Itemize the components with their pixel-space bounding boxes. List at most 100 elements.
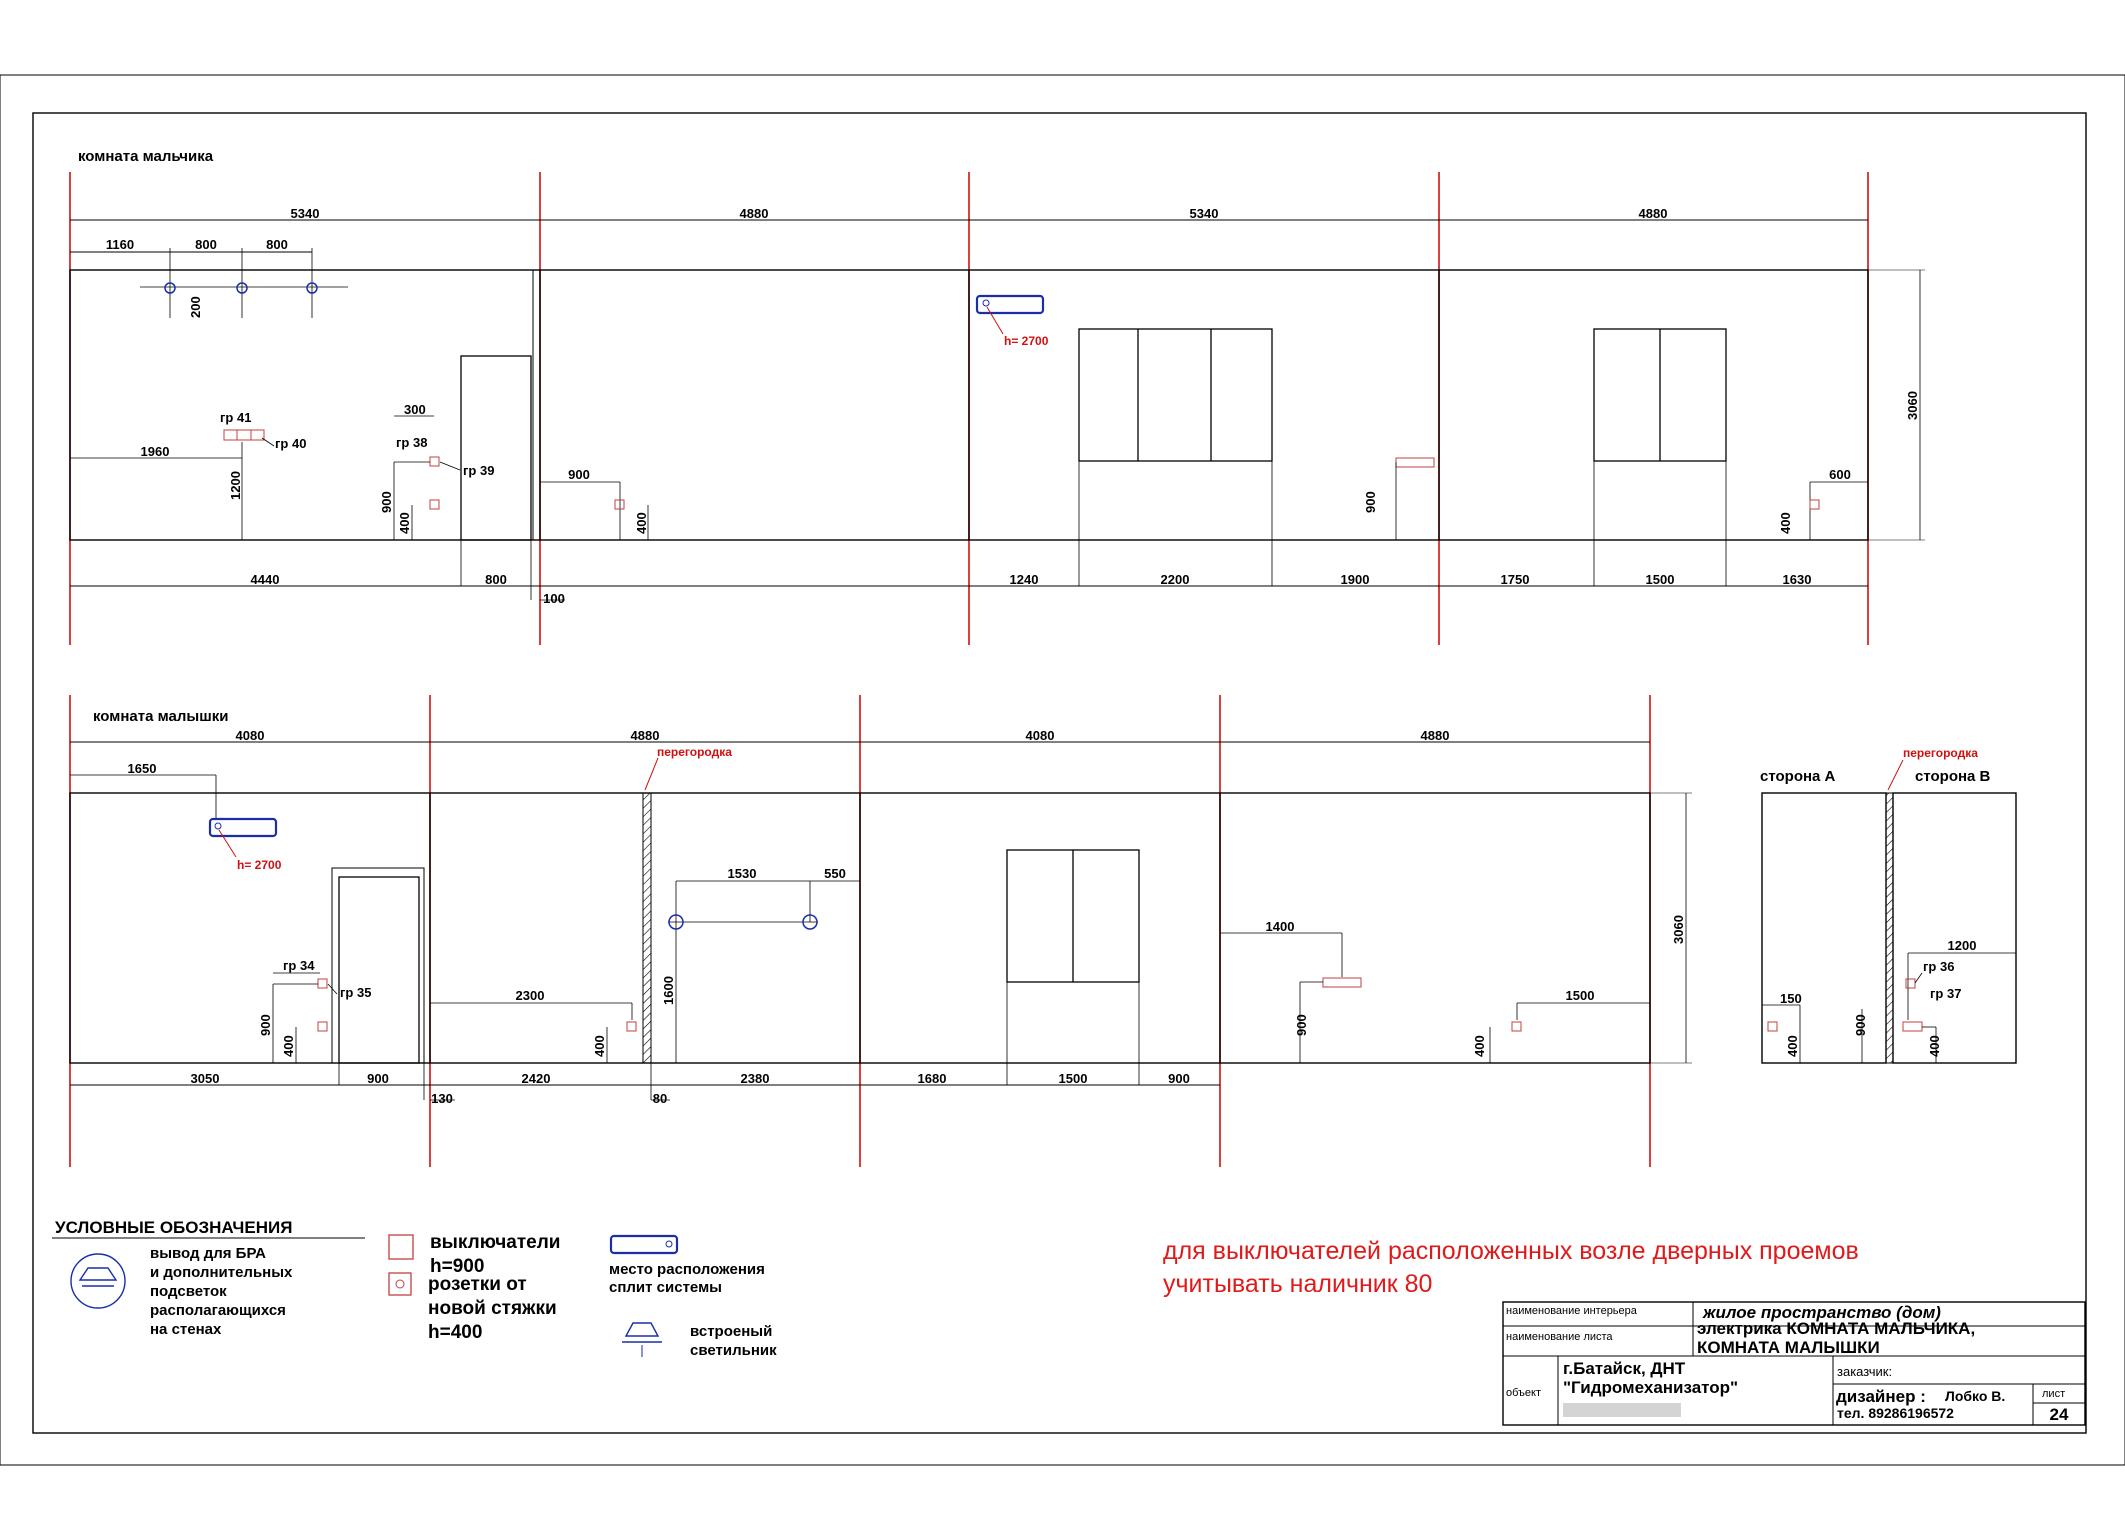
side-a-title: сторона А bbox=[1760, 768, 1836, 785]
inner-frame bbox=[32, 112, 2087, 1434]
boy-dim-900c: 900 bbox=[1363, 491, 1378, 513]
tb-object-value-1: г.Батайск, ДНТ bbox=[1563, 1359, 1686, 1378]
boy-bot-dim-2200: 2200 bbox=[1161, 572, 1190, 587]
legend-bra-line2: и дополнительных bbox=[150, 1264, 293, 1281]
girl-dim-3060: 3060 bbox=[1671, 915, 1686, 944]
boy-bot-dim-1500: 1500 bbox=[1646, 572, 1675, 587]
boy-switch-gr38 bbox=[429, 456, 440, 467]
girl-dim-550: 550 bbox=[824, 866, 846, 881]
girl-socket-wall2 bbox=[626, 1021, 637, 1032]
tb-sheet-no: 24 bbox=[2050, 1405, 2069, 1424]
boy-socket-gr38 bbox=[429, 499, 440, 510]
girl-dim-900b: 900 bbox=[1294, 1014, 1309, 1036]
tb-interior-value: жилое пространство (дом) bbox=[1702, 1303, 1941, 1322]
side-label-gr37: гр 37 bbox=[1930, 986, 1961, 1001]
side-partition bbox=[1885, 792, 1894, 1064]
tb-sheet-label: наименование листа bbox=[1506, 1331, 1613, 1343]
girl-label-gr35: гр 35 bbox=[340, 985, 371, 1000]
side-a-socket bbox=[1767, 1021, 1778, 1032]
boy-dim-400b: 400 bbox=[634, 512, 649, 534]
legend-split-line2: сплит системы bbox=[609, 1279, 722, 1296]
door-switch-note-line1: для выключателей расположенных возле две… bbox=[1163, 1237, 1859, 1265]
tb-interior-label: наименование интерьера bbox=[1506, 1305, 1638, 1317]
girl-bot-dim-1680: 1680 bbox=[918, 1071, 947, 1086]
boy-bot-dim-1750: 1750 bbox=[1501, 572, 1530, 587]
bra-outlet-icon bbox=[70, 1253, 126, 1309]
girl-dim-1650: 1650 bbox=[128, 761, 157, 776]
girl-bot-dim-3050: 3050 bbox=[191, 1071, 220, 1086]
boy-dim-1960: 1960 bbox=[141, 444, 170, 459]
legend-bra-line5: на стенах bbox=[150, 1321, 222, 1338]
boy-top-dim-1: 5340 bbox=[291, 206, 320, 221]
girl-dim-900a: 900 bbox=[258, 1014, 273, 1036]
split-legend-icon bbox=[609, 1234, 679, 1255]
boy-top-dim-2: 4880 bbox=[740, 206, 769, 221]
girl-window bbox=[1006, 849, 1140, 1085]
girl-room-elevation: комната малышки 4080 4880 4080 4880 1650… bbox=[69, 695, 2017, 1167]
girl-bot-dim-1500: 1500 bbox=[1059, 1071, 1088, 1086]
girl-dim-2300: 2300 bbox=[516, 988, 545, 1003]
boy-dim-3060: 3060 bbox=[1905, 391, 1920, 420]
girl-socket-gr34 bbox=[317, 1021, 328, 1032]
tb-sheet-no-label: лист bbox=[2042, 1388, 2065, 1400]
girl-bot-dim-2380: 2380 bbox=[741, 1071, 770, 1086]
tb-blurred-contact bbox=[1563, 1403, 1681, 1417]
side-b-socket bbox=[1902, 1021, 1923, 1032]
side-dim-900c: 900 bbox=[1853, 1014, 1868, 1036]
boy-dim-1200: 1200 bbox=[228, 471, 243, 500]
side-dim-400e: 400 bbox=[1927, 1035, 1942, 1057]
boy-dim-400a: 400 bbox=[397, 512, 412, 534]
boy-spot-lights bbox=[164, 282, 318, 294]
girl-dim-400b: 400 bbox=[592, 1035, 607, 1057]
legend-sockets-line1: розетки от bbox=[428, 1274, 527, 1295]
tb-phone: тел. 89286196572 bbox=[1837, 1405, 1954, 1421]
door-switch-note-line2: учитывать наличник 80 bbox=[1163, 1270, 1432, 1298]
legend-split-line1: место расположения bbox=[609, 1261, 765, 1278]
legend-bra-line3: подсветок bbox=[150, 1283, 227, 1300]
boy-walls bbox=[69, 269, 1869, 541]
legend-bra-line1: вывод для БРА bbox=[150, 1245, 266, 1262]
girl-bot-dim-2420: 2420 bbox=[522, 1071, 551, 1086]
girl-top-dim-2: 4880 bbox=[631, 728, 660, 743]
boy-room-title: комната мальчика bbox=[78, 148, 214, 165]
boy-label-gr39: гр 39 bbox=[463, 463, 494, 478]
boy-split-unit bbox=[975, 294, 1045, 315]
boy-bot-dim-4440: 4440 bbox=[251, 572, 280, 587]
side-partition-label: перегородка bbox=[1903, 746, 1978, 760]
boy-dim-800b: 800 bbox=[266, 237, 288, 252]
girl-dim-400c: 400 bbox=[1472, 1035, 1487, 1057]
boy-bot-dim-1900: 1900 bbox=[1341, 572, 1370, 587]
tb-designer-name: Лобко В. bbox=[1945, 1388, 2005, 1404]
tb-object-label: объект bbox=[1506, 1387, 1541, 1399]
boy-split-height: h= 2700 bbox=[1004, 334, 1049, 348]
boy-dim-900a: 900 bbox=[379, 491, 394, 513]
boy-window-1 bbox=[1078, 328, 1273, 586]
tb-object-value-2: "Гидромеханизатор" bbox=[1563, 1378, 1738, 1397]
girl-label-gr34: гр 34 bbox=[283, 958, 315, 973]
girl-partition bbox=[642, 792, 652, 1064]
boy-dim-300: 300 bbox=[404, 402, 426, 417]
boy-window-2 bbox=[1593, 328, 1727, 586]
girl-room-title: комната малышки bbox=[93, 708, 228, 725]
side-label-gr36: гр 36 bbox=[1923, 959, 1954, 974]
girl-dim-1600: 1600 bbox=[661, 976, 676, 1005]
boy-dim-900b: 900 bbox=[568, 467, 590, 482]
boy-dim-400c: 400 bbox=[1778, 512, 1793, 534]
girl-top-dim-4: 4880 bbox=[1421, 728, 1450, 743]
girl-spot-lights bbox=[668, 914, 818, 930]
legend: УСЛОВНЫЕ ОБОЗНАЧЕНИЯ вывод для БРА и доп… bbox=[52, 1218, 777, 1359]
girl-door bbox=[338, 876, 420, 1064]
side-b-title: сторона В bbox=[1915, 768, 1991, 785]
side-dim-400d: 400 bbox=[1785, 1035, 1800, 1057]
outer-frame bbox=[0, 74, 2125, 1466]
boy-socket-wall4 bbox=[1809, 499, 1820, 510]
boy-bot-dim-100: 100 bbox=[543, 591, 565, 606]
legend-sockets-line3: h=400 bbox=[428, 1322, 482, 1343]
boy-top-dim-4: 4880 bbox=[1639, 206, 1668, 221]
side-dim-1200: 1200 bbox=[1948, 938, 1977, 953]
girl-bot-dim-900a: 900 bbox=[367, 1071, 389, 1086]
boy-socket-group-1 bbox=[223, 429, 265, 441]
boy-bot-dim-1240: 1240 bbox=[1010, 572, 1039, 587]
boy-socket-wall2 bbox=[614, 499, 625, 510]
